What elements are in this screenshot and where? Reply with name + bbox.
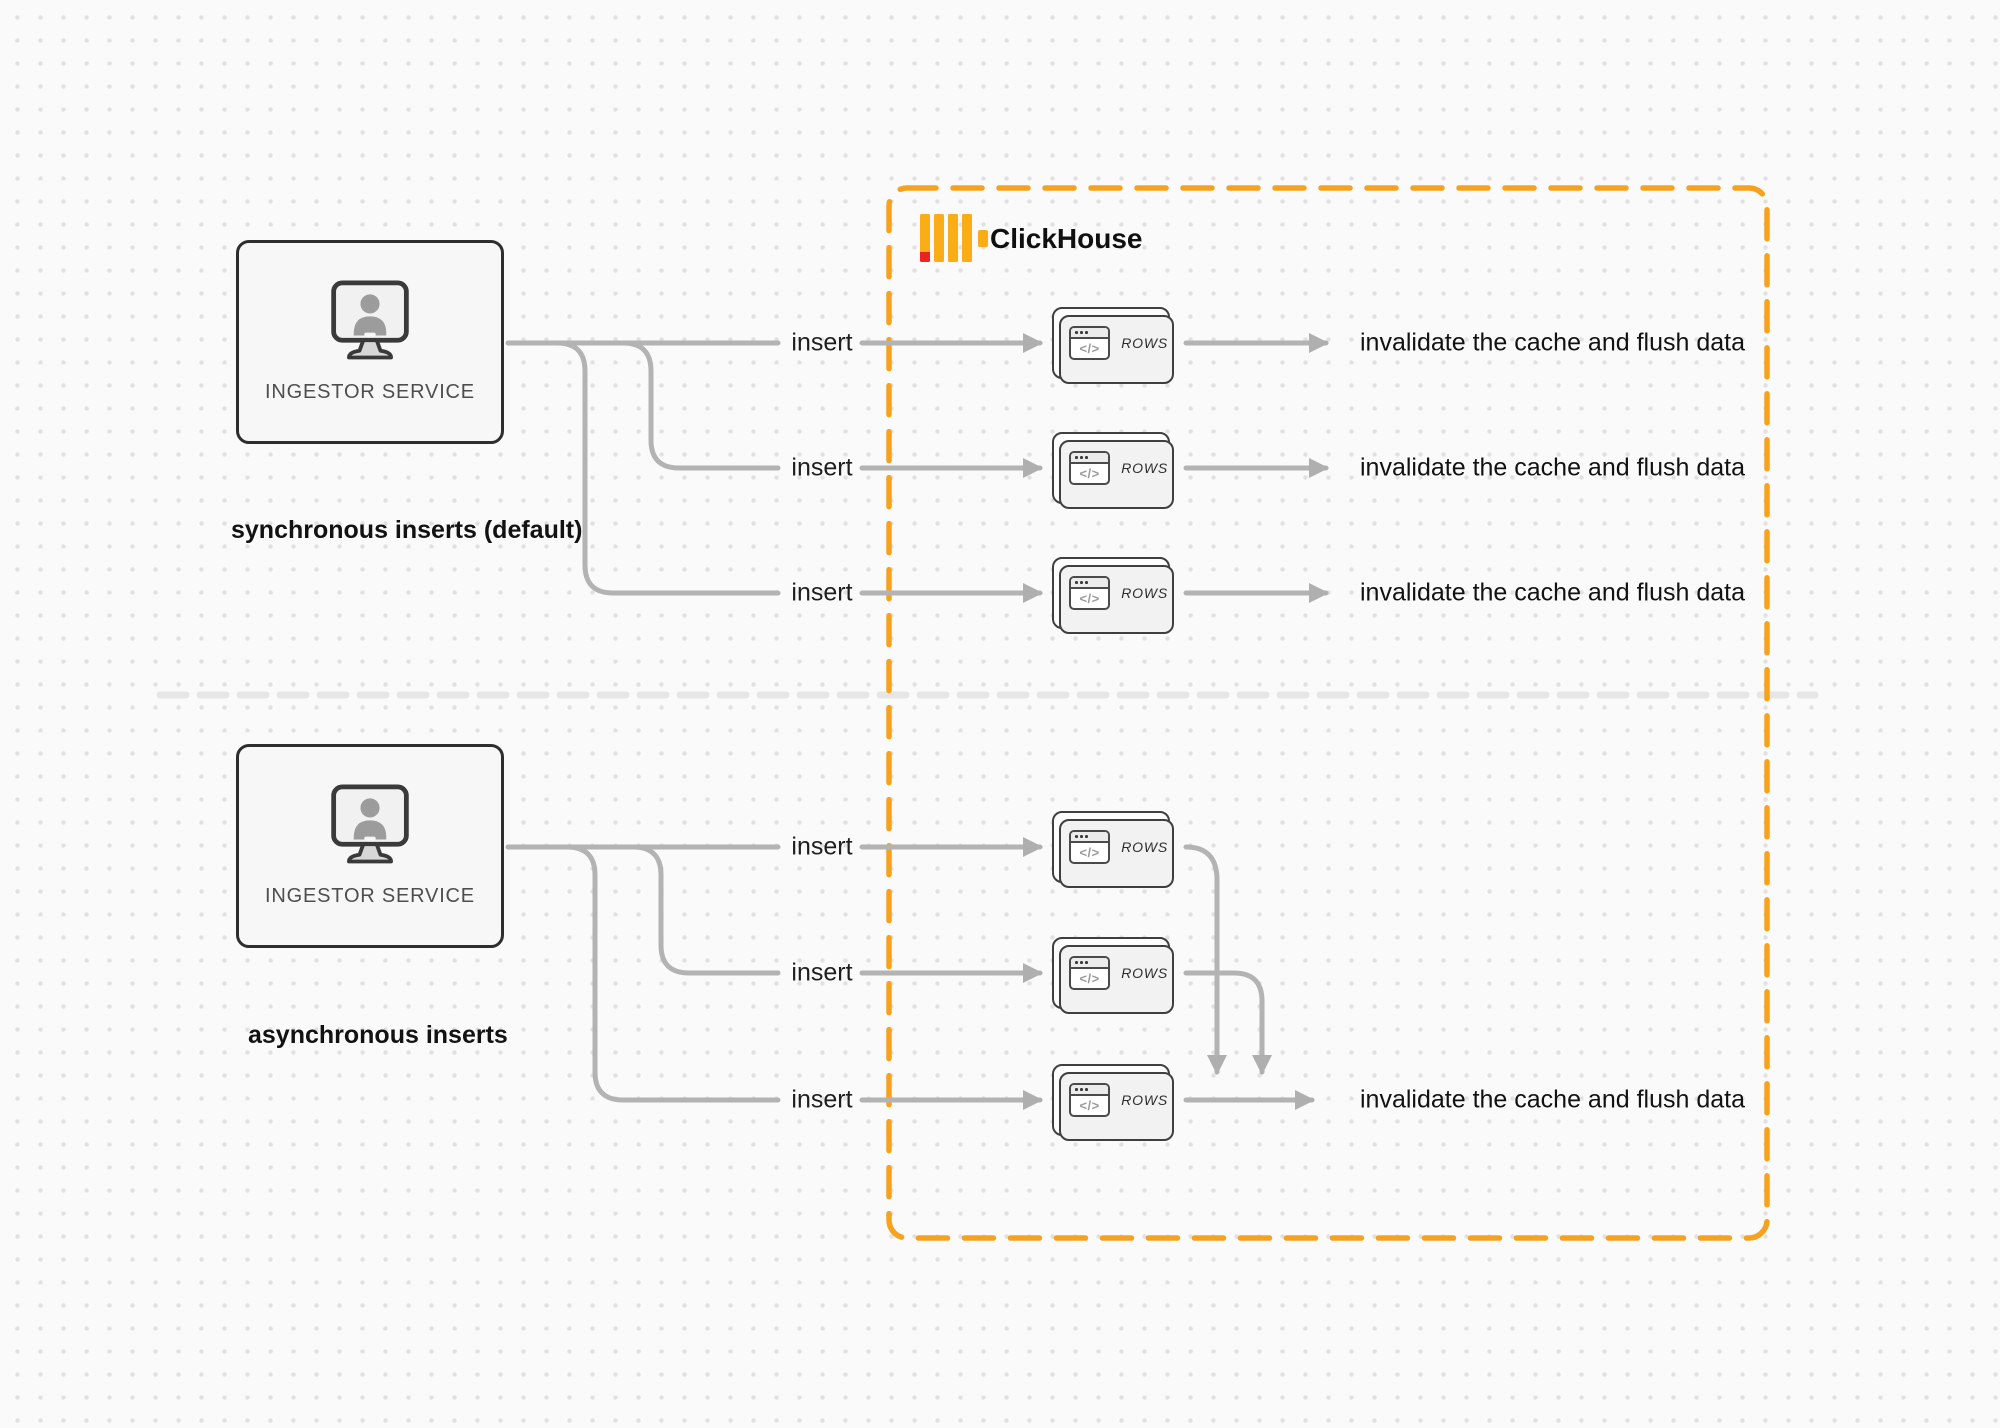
rows-node: </> ROWS (1052, 557, 1174, 634)
service-label: INGESTOR SERVICE (265, 885, 475, 907)
insert-label: insert (791, 328, 853, 357)
ingestor-service-box-sync: INGESTOR SERVICE (236, 240, 504, 444)
code-glyph: </> (1079, 845, 1100, 860)
monitor-user-icon (331, 784, 409, 864)
code-window-icon: </> (1069, 326, 1111, 360)
arrow-async-converge-row1 (1183, 844, 1227, 1075)
code-window-icon: </> (1069, 830, 1111, 864)
code-window-icon: </> (1069, 1083, 1111, 1117)
insert-label: insert (791, 958, 853, 987)
code-glyph: </> (1079, 341, 1100, 356)
insert-label: insert (791, 578, 853, 607)
service-label: INGESTOR SERVICE (265, 381, 475, 403)
result-label: invalidate the cache and flush data (1360, 328, 1745, 357)
connector-sync-branch-row3 (554, 340, 781, 596)
result-label: invalidate the cache and flush data (1360, 453, 1745, 482)
caption-async: asynchronous inserts (248, 1021, 508, 1049)
code-glyph: </> (1079, 466, 1100, 481)
code-glyph: </> (1079, 591, 1100, 606)
connector-async-branch-row2 (630, 844, 781, 976)
ingestor-service-box-async: INGESTOR SERVICE (236, 744, 504, 948)
clickhouse-logo-bar (962, 214, 972, 262)
insert-label: insert (791, 832, 853, 861)
clickhouse-container-border (886, 185, 1770, 1241)
clickhouse-logo-icon (920, 214, 988, 262)
code-glyph: </> (1079, 971, 1100, 986)
arrow-async-converge-row2 (1183, 970, 1272, 1075)
connector-async-branch-row3 (564, 844, 781, 1103)
rows-node: </> ROWS (1052, 432, 1174, 509)
rows-node-label: ROWS (1121, 965, 1168, 981)
code-window-icon: </> (1069, 576, 1111, 610)
clickhouse-logo-bar (948, 214, 958, 262)
code-window-icon: </> (1069, 956, 1111, 990)
clickhouse-logo-bar (978, 229, 988, 247)
rows-node: </> ROWS (1052, 811, 1174, 888)
code-window-icon: </> (1069, 451, 1111, 485)
monitor-user-icon (331, 280, 409, 360)
rows-node-label: ROWS (1121, 460, 1168, 476)
insert-label: insert (791, 453, 853, 482)
code-glyph: </> (1079, 1098, 1100, 1113)
connector-sync-branch-row2 (620, 340, 781, 471)
rows-node: </> ROWS (1052, 937, 1174, 1014)
clickhouse-brand-label: ClickHouse (990, 223, 1143, 254)
rows-node: </> ROWS (1052, 307, 1174, 384)
insert-label: insert (791, 1085, 853, 1114)
rows-node: </> ROWS (1052, 1064, 1174, 1141)
clickhouse-logo-bar (934, 214, 944, 262)
rows-node-label: ROWS (1121, 585, 1168, 601)
caption-sync: synchronous inserts (default) (231, 516, 583, 544)
result-label: invalidate the cache and flush data (1360, 578, 1745, 607)
rows-node-label: ROWS (1121, 335, 1168, 351)
rows-node-label: ROWS (1121, 839, 1168, 855)
clickhouse-logo-bar (920, 214, 930, 262)
result-label: invalidate the cache and flush data (1360, 1085, 1745, 1114)
rows-node-label: ROWS (1121, 1092, 1168, 1108)
